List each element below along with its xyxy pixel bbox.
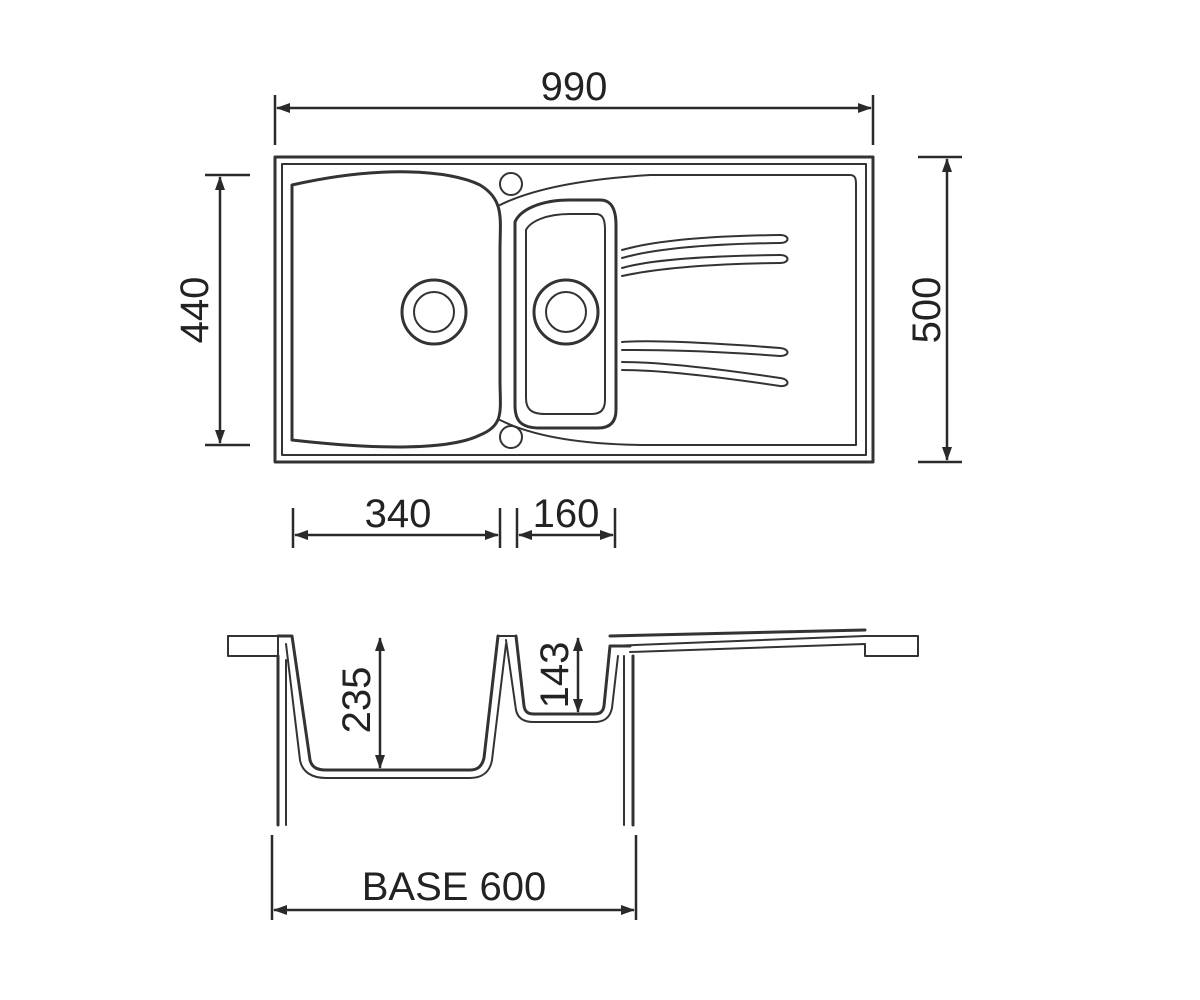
left-rim-flange <box>227 635 279 657</box>
overflow-hole-bottom <box>499 425 523 449</box>
main-bowl <box>290 170 502 449</box>
small-bowl-section <box>514 634 632 716</box>
main-bowl-section-outer <box>285 643 507 779</box>
overflow-hole-top <box>499 172 523 196</box>
small-bowl-section-outer <box>505 639 619 723</box>
small-bowl <box>513 198 618 430</box>
sink-inner-rim <box>281 163 867 456</box>
main-bowl-section <box>276 634 500 772</box>
small-bowl-drain <box>532 278 600 346</box>
drainer-board <box>499 174 857 446</box>
main-bowl-depth-label: 235 <box>335 667 379 734</box>
small-bowl-width-label: 160 <box>533 492 600 536</box>
top-view: 990 440 500 340 160 <box>173 65 962 548</box>
base-size-label: BASE 600 <box>362 865 547 909</box>
drainer-grooves <box>621 234 789 388</box>
overall-width-label: 990 <box>541 65 608 109</box>
bowl-height-label: 440 <box>173 277 217 344</box>
drainer-section <box>609 635 919 657</box>
main-bowl-width-label: 340 <box>365 492 432 536</box>
section-view: 235 143 BASE 600 <box>227 628 919 920</box>
main-bowl-drain-inner <box>413 291 455 333</box>
small-bowl-inner <box>525 213 606 415</box>
drainer-top-surface <box>608 628 867 638</box>
sink-outline <box>273 155 875 464</box>
small-bowl-drain-inner <box>545 291 587 333</box>
overall-depth-label: 500 <box>905 277 949 344</box>
small-bowl-depth-label: 143 <box>533 642 577 709</box>
main-bowl-drain <box>400 278 468 346</box>
